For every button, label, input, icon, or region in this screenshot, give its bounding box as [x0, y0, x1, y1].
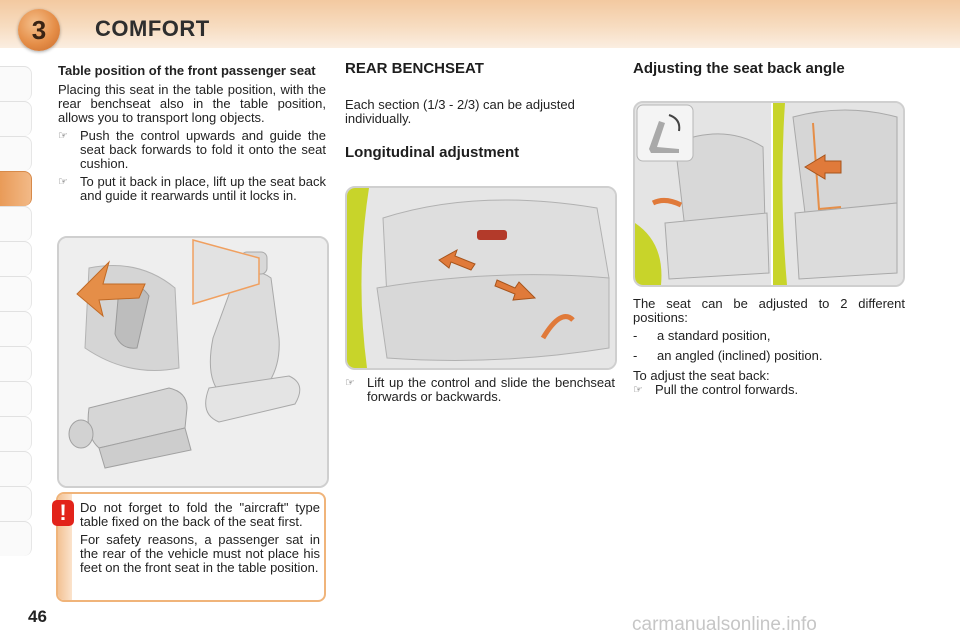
page-number: 46 [28, 607, 47, 626]
front-seat-table-figure [57, 236, 329, 488]
exclamation-warning-icon: ! [52, 500, 74, 526]
howto-text: To adjust the seat back: [633, 368, 770, 383]
pointing-hand-icon: ☞ [633, 384, 643, 396]
chapter-tab[interactable] [0, 136, 32, 171]
chapter-tabs [0, 66, 32, 576]
list-item: - a standard position, [633, 328, 771, 343]
chapter-tab[interactable] [0, 451, 32, 486]
seat-back-angle-text: The seat can be adjusted to 2 different … [633, 297, 905, 397]
section-title: Table position of the front passenger se… [58, 63, 316, 78]
chapter-number-badge: 3 [18, 9, 60, 51]
chapter-tab[interactable] [0, 276, 32, 311]
chapter-tab[interactable] [0, 241, 32, 276]
warning-text: Do not forget to fold the "aircraft" typ… [80, 500, 320, 575]
chapter-tab[interactable] [0, 521, 32, 556]
list-item: ☞ To put it back in place, lift up the s… [58, 174, 326, 203]
benchseat-instruction: ☞ Lift up the control and slide the benc… [345, 376, 615, 404]
intro-text: Placing this seat in the table position,… [58, 82, 326, 125]
page-header: 3 COMFORT [0, 0, 960, 51]
list-item: ☞ Pull the control forwards. [633, 382, 799, 397]
chapter-title: COMFORT [95, 16, 210, 41]
table-position-section: Table position of the front passenger se… [58, 64, 326, 203]
seat-back-angle-figure [633, 101, 905, 287]
pointing-hand-icon: ☞ [345, 377, 355, 389]
subsection-title: Longitudinal adjustment [345, 144, 520, 161]
chapter-tab[interactable] [0, 486, 32, 521]
section-title: Adjusting the seat back angle [633, 60, 845, 77]
watermark: carmanualsonline.info [632, 614, 817, 635]
list-item: ☞ Push the control upwards and guide the… [58, 128, 326, 171]
pointing-hand-icon: ☞ [58, 130, 68, 142]
chapter-tab[interactable] [0, 66, 32, 101]
list-item: - an angled (inclined) position. [633, 348, 823, 363]
chapter-tab[interactable] [0, 101, 32, 136]
chapter-tab[interactable] [0, 346, 32, 381]
intro-text: The seat can be adjusted to 2 different … [633, 296, 905, 325]
section-title: REAR BENCHSEAT [345, 60, 484, 77]
chapter-tab[interactable] [0, 206, 32, 241]
intro-text: Each section (1/3 - 2/3) can be adjusted… [345, 97, 575, 126]
rear-benchseat-section: REAR BENCHSEAT Each section (1/3 - 2/3) … [345, 60, 615, 161]
chapter-tab[interactable] [0, 311, 32, 346]
chapter-tab-active[interactable] [0, 171, 32, 206]
seat-back-angle-section: Adjusting the seat back angle [633, 60, 903, 77]
benchseat-longitudinal-figure [345, 186, 617, 370]
pointing-hand-icon: ☞ [58, 176, 68, 188]
chapter-tab[interactable] [0, 381, 32, 416]
chapter-tab[interactable] [0, 416, 32, 451]
list-item: ☞ Lift up the control and slide the benc… [345, 375, 615, 404]
